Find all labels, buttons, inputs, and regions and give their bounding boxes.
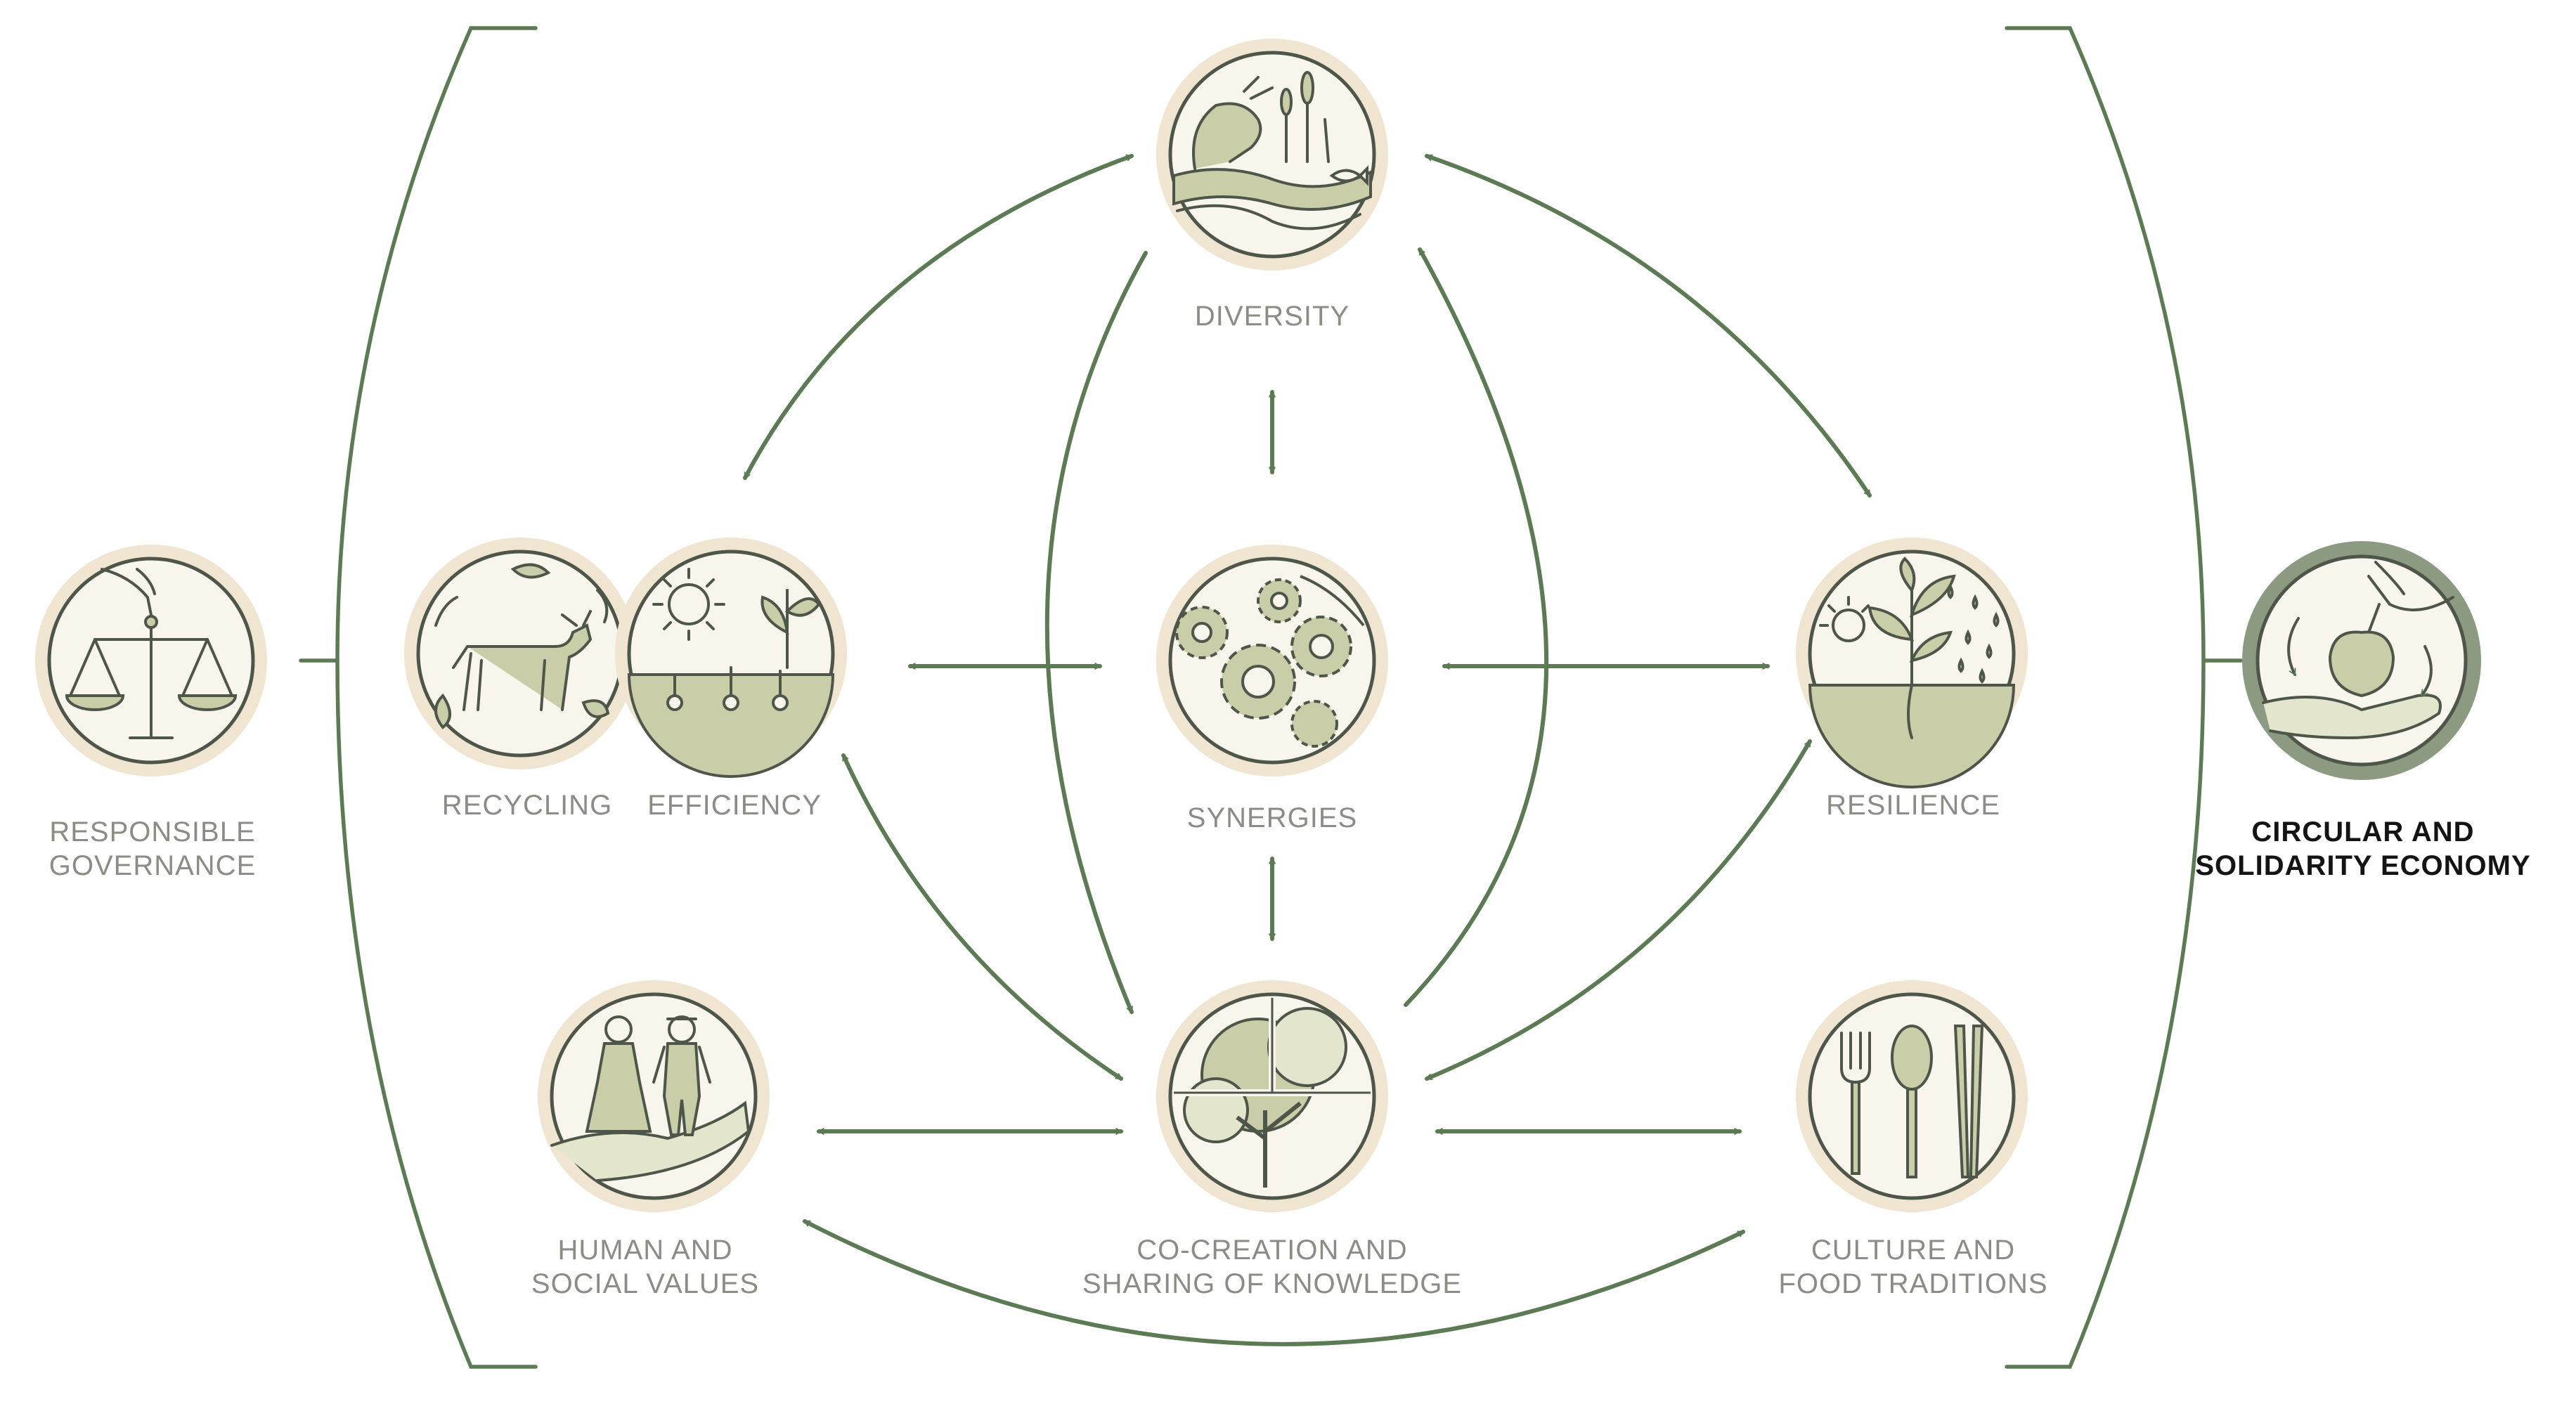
human-social-values-label: HUMAN AND SOCIAL VALUES: [531, 1235, 760, 1299]
gears-icon: [1175, 575, 1365, 748]
resilience-label: RESILIENCE: [1826, 790, 2000, 821]
recycling-label: RECYCLING: [441, 790, 613, 821]
arrow-diversity-to-cocreation-left: [1044, 251, 1148, 1014]
tree-puzzle-icon: [1174, 998, 1371, 1188]
farmers-on-hand-icon: [550, 1015, 751, 1182]
balance-scale-icon: [65, 568, 238, 739]
sun-seedlings-icon: [627, 568, 835, 778]
responsible-governance-label: RESPONSIBLE GOVERNANCE: [48, 817, 257, 881]
culture-food-node: [1796, 980, 2028, 1212]
synergies-label: SYNERGIES: [1186, 802, 1358, 833]
arrows: [743, 154, 1872, 1346]
circular-economy-node: [2242, 541, 2481, 780]
co-creation-node: [1156, 980, 1388, 1212]
human-social-values-node: [538, 980, 770, 1212]
circular-economy-label: CIRCULAR AND SOLIDARITY ECONOMY: [2195, 817, 2531, 881]
arrow-efficiency-cocreation: [841, 753, 1123, 1081]
culture-food-label: CULTURE AND FOOD TRADITIONS: [1778, 1235, 2048, 1299]
hand-apple-cycle-icon: [2262, 561, 2454, 740]
right-bracket: [2005, 26, 2206, 1369]
cow-leaves-cycle-icon: [434, 563, 610, 729]
arrow-diversity-recycling: [743, 154, 1134, 480]
diversity-label: DIVERSITY: [1194, 301, 1350, 332]
arrows-open: [1044, 247, 1548, 1014]
efficiency-node: [615, 538, 847, 778]
arrow-diversity-resilience: [1425, 154, 1872, 498]
responsible-governance-node: [35, 545, 267, 776]
resilience-node: [1796, 538, 2028, 788]
sun-plant-rain-icon: [1808, 557, 2016, 788]
recycling-node: [404, 538, 636, 769]
brackets: [299, 26, 2243, 1369]
diversity-node: [1156, 39, 1388, 271]
fork-spoon-chopsticks-icon: [1840, 1025, 1984, 1178]
arrow-cocreation-to-diversity-right: [1404, 247, 1548, 1007]
arrow-resilience-cocreation: [1425, 739, 1812, 1081]
efficiency-label: EFFICIENCY: [647, 790, 822, 821]
arrow-human-culture: [803, 1219, 1745, 1346]
synergies-node: [1156, 545, 1388, 776]
co-creation-label: CO-CREATION AND SHARING OF KNOWLEDGE: [1082, 1235, 1463, 1299]
cow-plants-fish-icon: [1172, 71, 1372, 230]
